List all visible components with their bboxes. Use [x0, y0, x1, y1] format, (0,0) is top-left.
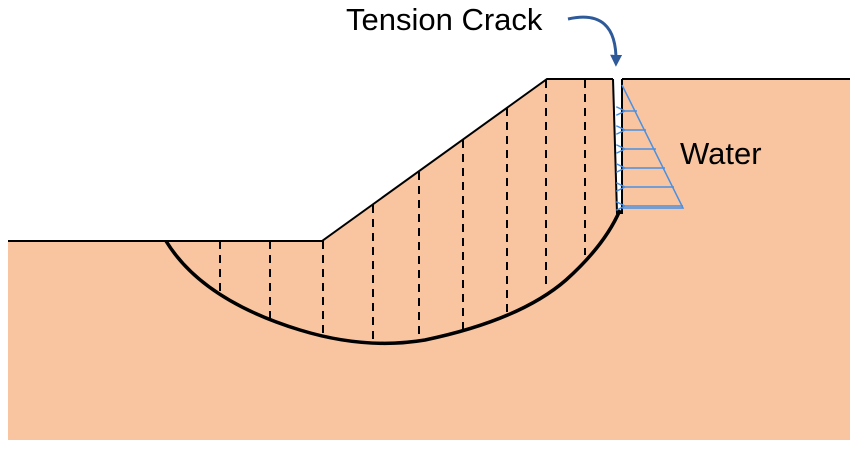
ground-surface-line: [8, 78, 613, 242]
tension-crack-label: Tension Crack: [346, 2, 543, 37]
slip-surface-arc: [164, 209, 622, 346]
water-label: Water: [680, 136, 762, 171]
slice-lines: [219, 80, 586, 342]
water-pressure-outline: [621, 84, 685, 209]
water-pressure-diagram: [621, 84, 685, 209]
tension-crack-callout-arrow: [567, 15, 623, 67]
soil-mass: [8, 79, 850, 440]
